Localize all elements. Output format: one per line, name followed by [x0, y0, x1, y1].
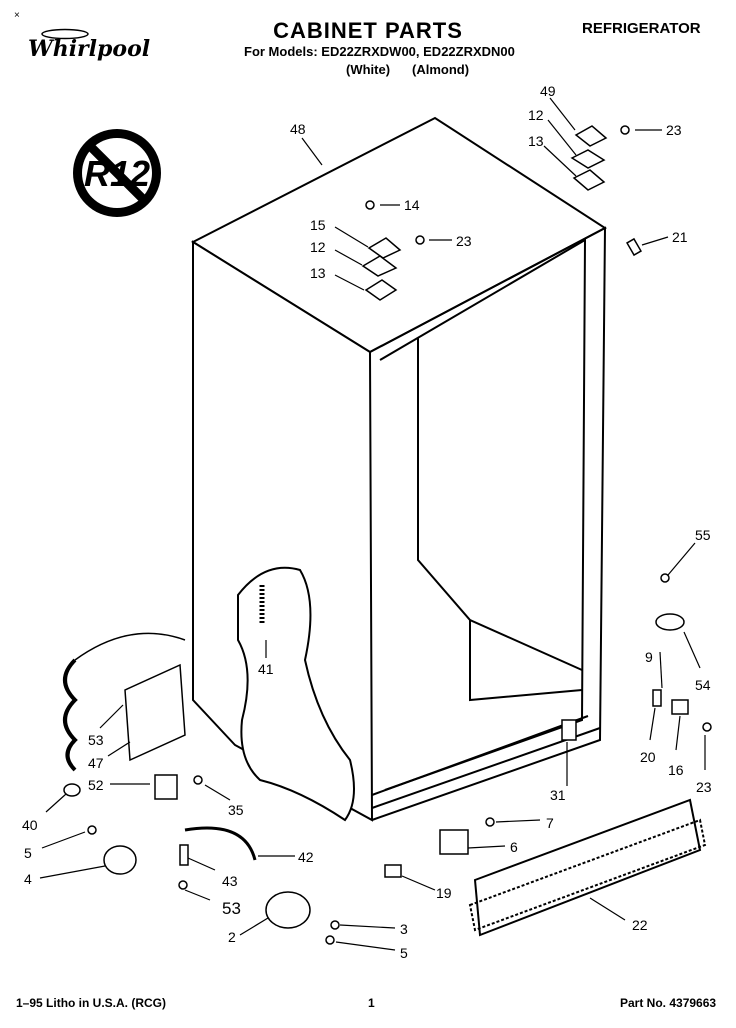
page-title: CABINET PARTS — [273, 18, 463, 43]
category-label: REFRIGERATOR — [582, 20, 701, 37]
footer-page-number: 1 — [368, 996, 375, 1010]
callout-5-left: 5 — [24, 845, 32, 861]
callout-2: 2 — [228, 929, 236, 945]
callout-12-upper: 12 — [528, 107, 544, 123]
callout-16: 16 — [668, 762, 684, 778]
callout-6: 6 — [510, 839, 518, 855]
callout-9: 9 — [645, 649, 653, 665]
callout-5: 5 — [400, 945, 408, 961]
top-hinge-parts — [361, 125, 712, 741]
callout-52: 52 — [88, 777, 104, 793]
callout-53-upper: 53 — [88, 732, 104, 748]
callout-54: 54 — [695, 677, 711, 693]
callout-15: 15 — [310, 217, 326, 233]
callout-19: 19 — [436, 885, 452, 901]
callout-14: 14 — [404, 197, 420, 213]
callout-22: 22 — [632, 917, 648, 933]
callout-20: 20 — [640, 749, 656, 765]
cabinet-outline — [190, 116, 607, 822]
base-grille — [468, 798, 707, 937]
callout-13-upper: 13 — [528, 133, 544, 149]
brand-swoosh-icon — [41, 28, 89, 40]
callout-40: 40 — [22, 817, 38, 833]
callout-31: 31 — [550, 787, 566, 803]
callout-3: 3 — [400, 921, 408, 937]
corner-mark: × — [14, 10, 20, 21]
callout-41: 41 — [258, 661, 274, 677]
callout-12: 12 — [310, 239, 326, 255]
callout-35: 35 — [228, 802, 244, 818]
callout-23: 23 — [456, 233, 472, 249]
compressor-parts — [63, 632, 495, 945]
callout-4: 4 — [24, 871, 32, 887]
models-line: For Models: ED22ZRXDW00, ED22ZRXDN00 — [244, 44, 515, 59]
variant-almond: (Almond) — [412, 62, 470, 77]
callout-48: 48 — [290, 121, 306, 137]
brand-logo: Whirlpool — [28, 36, 151, 62]
footer-part-number: Part No. 4379663 — [620, 996, 717, 1010]
callout-42: 42 — [298, 849, 314, 865]
callout-7: 7 — [546, 815, 554, 831]
callout-13: 13 — [310, 265, 326, 281]
leader-lines — [39, 97, 706, 951]
callout-labels: 48 49 12 13 23 14 15 12 23 13 21 55 9 54… — [22, 83, 712, 961]
callout-49: 49 — [540, 83, 556, 99]
callout-47: 47 — [88, 755, 104, 771]
variant-white: (White) — [346, 62, 391, 77]
callout-53-lower: 53 — [222, 899, 241, 918]
callout-21: 21 — [672, 229, 688, 245]
callout-43: 43 — [222, 873, 238, 889]
callout-55: 55 — [695, 527, 711, 543]
callout-23-upper: 23 — [666, 122, 682, 138]
callout-23-lower: 23 — [696, 779, 712, 795]
footer-litho: 1–95 Litho in U.S.A. (RCG) — [16, 996, 167, 1010]
r12-badge: R12 — [73, 129, 161, 217]
